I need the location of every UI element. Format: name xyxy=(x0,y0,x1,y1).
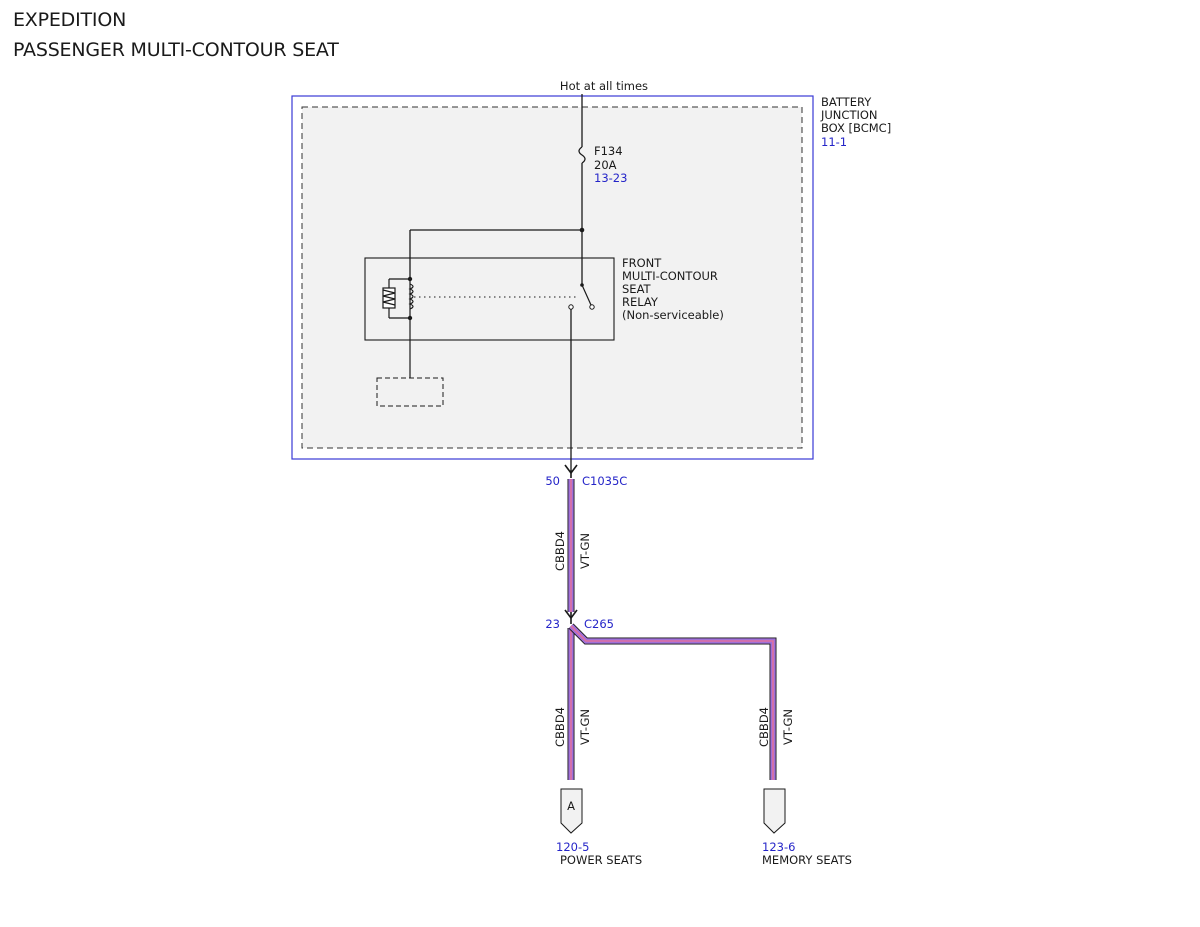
memory-seats-label: MEMORY SEATS xyxy=(762,853,852,867)
wire-2-circuit: CBBD4 xyxy=(553,707,567,747)
wire-3-color: VT-GN xyxy=(781,709,795,745)
fuse-rating: 20A xyxy=(594,158,617,172)
connector-1-id[interactable]: C1035C xyxy=(582,474,627,488)
vehicle-title: EXPEDITION xyxy=(13,9,127,31)
connector-1-pin[interactable]: 50 xyxy=(545,474,560,488)
connector-2-pin[interactable]: 23 xyxy=(545,617,560,631)
relay-name-line-4: RELAY xyxy=(622,295,659,309)
wire-segment-3 xyxy=(568,623,777,780)
wire-1-circuit: CBBD4 xyxy=(553,531,567,571)
relay-box xyxy=(364,257,615,341)
relay-name-line-2: MULTI-CONTOUR xyxy=(622,269,718,283)
wire-3-circuit: CBBD4 xyxy=(757,707,771,747)
fuse-id: F134 xyxy=(594,144,623,158)
terminal-power-seats xyxy=(560,788,583,834)
fuse-ref[interactable]: 13-23 xyxy=(594,171,627,185)
wire-1-color: VT-GN xyxy=(578,533,592,569)
control-module-placeholder xyxy=(376,377,444,407)
splice-dot xyxy=(579,227,585,233)
power-seats-ref[interactable]: 120-5 xyxy=(556,840,589,854)
relay xyxy=(364,257,615,341)
relay-name-line-5: (Non-serviceable) xyxy=(622,308,724,322)
junction-box-name-line-1: BATTERY xyxy=(821,95,872,109)
battery-junction-box xyxy=(291,95,814,460)
junction-box-ref[interactable]: 11-1 xyxy=(821,135,847,149)
connector-2-id[interactable]: C265 xyxy=(584,617,614,631)
connector-c265 xyxy=(564,609,578,624)
connector-c1035c xyxy=(564,464,578,478)
terminal-memory-seats xyxy=(763,788,786,834)
system-title: PASSENGER MULTI-CONTOUR SEAT xyxy=(13,39,339,61)
wire-2-color: VT-GN xyxy=(578,709,592,745)
relay-coil xyxy=(382,278,414,319)
fuse-symbol xyxy=(578,146,586,164)
junction-box-inner xyxy=(301,106,803,449)
terminal-letter: A xyxy=(567,799,575,813)
memory-seats-ref[interactable]: 123-6 xyxy=(762,840,795,854)
junction-box-name-line-2: JUNCTION xyxy=(820,108,878,122)
relay-name-line-1: FRONT xyxy=(622,256,662,270)
junction-box-name-line-3: BOX [BCMC] xyxy=(821,121,891,135)
power-source-label: Hot at all times xyxy=(560,79,648,93)
harness-wires xyxy=(567,479,777,780)
relay-name-line-3: SEAT xyxy=(622,282,652,296)
power-seats-label: POWER SEATS xyxy=(560,853,642,867)
